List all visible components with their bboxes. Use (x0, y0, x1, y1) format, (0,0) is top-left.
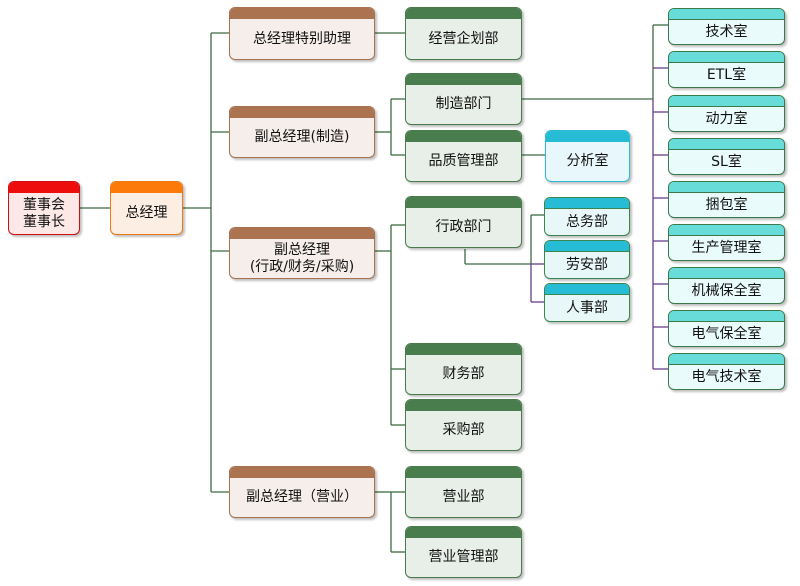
node-header (669, 225, 784, 236)
node-purchasing[interactable]: 采购部 (405, 399, 522, 451)
node-header (406, 467, 521, 478)
vp-manufacturing-label: 副总经理(制造) (254, 129, 350, 145)
node-header (406, 8, 521, 19)
node-header (406, 131, 521, 142)
node-header (669, 9, 784, 20)
node-header (669, 139, 784, 150)
node-general-affairs[interactable]: 总务部 (544, 197, 630, 236)
node-header (669, 311, 784, 322)
node-board[interactable]: 董事会 董事长 (8, 181, 80, 235)
room-label: 捆包室 (705, 196, 748, 213)
node-planning[interactable]: 经营企划部 (405, 7, 522, 60)
node-header (406, 74, 521, 85)
node-special-assistant[interactable]: 总经理特别助理 (229, 7, 375, 60)
sales-mgmt-label: 营业管理部 (428, 549, 499, 565)
node-room[interactable]: SL室 (668, 138, 785, 175)
sales-label: 营业部 (442, 489, 485, 505)
ceo-label: 总经理 (125, 205, 168, 221)
admin-label: 行政部门 (435, 219, 492, 235)
node-room[interactable]: 机械保全室 (668, 267, 785, 304)
node-sales[interactable]: 营业部 (405, 466, 522, 518)
node-room[interactable]: 电气技术室 (668, 353, 785, 390)
node-room[interactable]: 电气保全室 (668, 310, 785, 347)
room-label: 电气技术室 (691, 368, 762, 385)
node-header (669, 52, 784, 63)
node-header (230, 228, 374, 239)
node-manufacturing[interactable]: 制造部门 (405, 73, 522, 125)
node-room[interactable]: 动力室 (668, 95, 785, 132)
room-label: SL室 (711, 153, 742, 170)
node-analysis[interactable]: 分析室 (545, 130, 630, 182)
node-header (406, 527, 521, 538)
room-label: 技术室 (705, 23, 748, 40)
room-label: 电气保全室 (691, 325, 762, 342)
vp-admin-scope-label: (行政/财务/采购) (249, 258, 355, 275)
general-affairs-label: 总务部 (566, 213, 608, 230)
node-header (406, 197, 521, 208)
manufacturing-label: 制造部门 (435, 96, 492, 112)
room-label: 机械保全室 (691, 282, 762, 299)
node-header (9, 182, 79, 193)
room-label: 动力室 (705, 110, 748, 127)
vp-admin-label: 副总经理 (274, 241, 330, 258)
node-header (669, 182, 784, 193)
node-room[interactable]: 捆包室 (668, 181, 785, 218)
node-labor-safety[interactable]: 劳安部 (544, 240, 630, 279)
node-finance[interactable]: 财务部 (405, 343, 522, 395)
node-header (546, 131, 629, 142)
node-vp-manufacturing[interactable]: 副总经理(制造) (229, 106, 375, 158)
node-header (545, 241, 629, 252)
node-hr[interactable]: 人事部 (544, 283, 630, 322)
node-header (545, 198, 629, 209)
special-assistant-label: 总经理特别助理 (253, 30, 351, 47)
labor-safety-label: 劳安部 (566, 256, 608, 273)
node-header (230, 467, 374, 478)
node-header (669, 96, 784, 107)
node-header (669, 268, 784, 279)
node-header (406, 344, 521, 355)
vp-sales-label: 副总经理（营业） (246, 489, 358, 505)
node-room[interactable]: ETL室 (668, 51, 785, 88)
node-header (230, 107, 374, 118)
hr-label: 人事部 (566, 299, 608, 316)
chairman-label: 董事长 (23, 213, 65, 230)
room-label: ETL室 (706, 66, 747, 83)
node-header (111, 182, 182, 193)
planning-label: 经营企划部 (428, 30, 499, 47)
analysis-label: 分析室 (566, 153, 609, 169)
node-ceo[interactable]: 总经理 (110, 181, 183, 235)
quality-label: 品质管理部 (428, 153, 499, 169)
node-vp-admin[interactable]: 副总经理 (行政/财务/采购) (229, 227, 375, 279)
board-label: 董事会 (23, 196, 65, 213)
node-room[interactable]: 生产管理室 (668, 224, 785, 261)
room-label: 生产管理室 (691, 239, 762, 256)
node-sales-mgmt[interactable]: 营业管理部 (405, 526, 522, 578)
finance-label: 财务部 (442, 366, 485, 382)
node-room[interactable]: 技术室 (668, 8, 785, 45)
node-vp-sales[interactable]: 副总经理（营业） (229, 466, 375, 518)
node-header (406, 400, 521, 411)
node-header (669, 354, 784, 365)
node-header (545, 284, 629, 295)
node-header (230, 8, 374, 19)
node-quality[interactable]: 品质管理部 (405, 130, 522, 182)
node-admin[interactable]: 行政部门 (405, 196, 522, 248)
purchasing-label: 采购部 (442, 422, 485, 438)
